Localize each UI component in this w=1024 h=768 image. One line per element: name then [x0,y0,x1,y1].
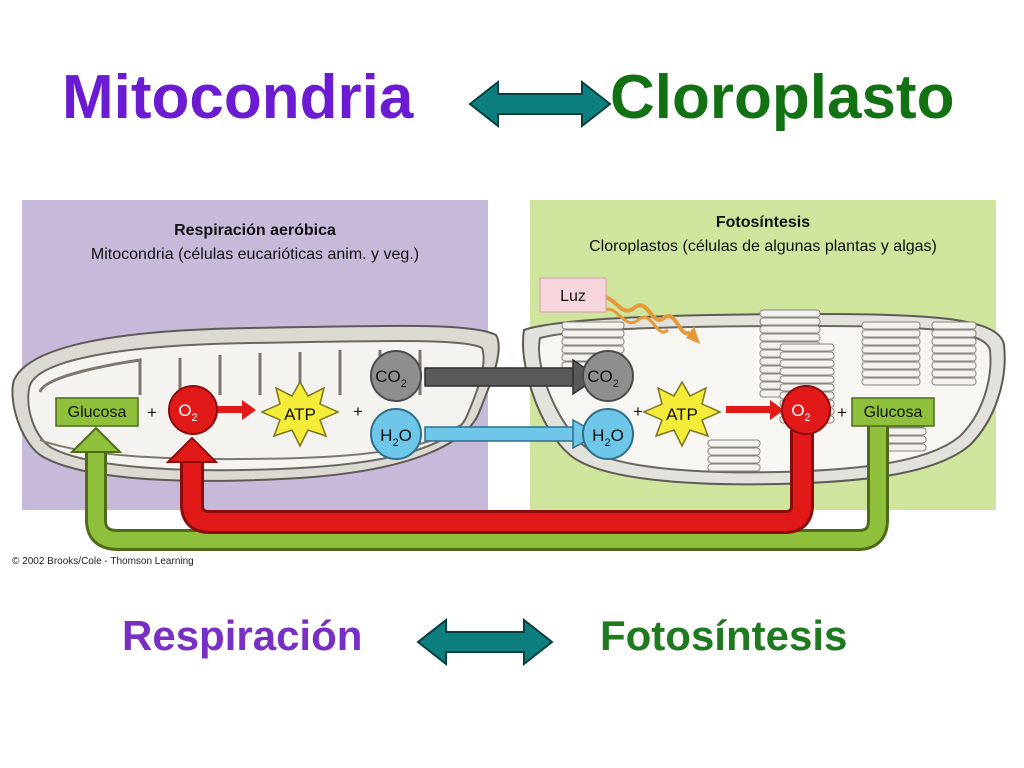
co2-molecule-right [582,350,634,402]
thylakoid-disc [861,361,921,370]
respiration-heading: Respiración aeróbica [174,222,336,239]
thylakoid-disc [861,377,921,386]
thylakoid-disc [931,337,977,346]
title-respiracion: Respiración [122,612,363,659]
glucose-box-left [55,397,139,427]
atp-label-right: ATP [666,405,698,424]
co2-label-right: CO2 [587,367,619,390]
light-wave-icon [596,295,700,344]
title-cloroplasto: Cloroplasto [610,63,955,132]
thylakoid-disc [931,353,977,362]
oxygen-label-left: O2 [178,401,197,424]
oxygen-return-arrow [165,430,814,534]
thylakoid-disc [931,369,977,378]
respiration-subheading: Mitocondria (células eucarióticas anim. … [90,246,420,263]
title-fotosintesis: Fotosíntesis [600,612,848,659]
glucose-label-left: Glucosa [68,404,127,421]
thylakoid-disc [779,375,835,384]
oxygen-label-right: O2 [791,401,810,424]
thylakoid-disc [861,369,921,378]
plus-sign: + [633,402,643,421]
thylakoid-disc [707,463,761,472]
plus-sign: + [147,403,157,422]
atp-label-left: ATP [284,405,316,424]
glucose-return-arrow [69,420,889,551]
thylakoid-disc [779,343,835,352]
thylakoid-disc [707,439,761,448]
thylakoid-disc [861,321,921,330]
thylakoid-disc [861,345,921,354]
thylakoid-disc [779,359,835,368]
thylakoid-disc [779,367,835,376]
photosynthesis-heading: Fotosíntesis [715,214,811,231]
thylakoid-disc [931,345,977,354]
title-mitocondria: Mitocondria [62,63,414,132]
thylakoid-disc [759,325,821,334]
oxygen-molecule-right [781,385,831,435]
thylakoid-disc [931,377,977,386]
h2o-label-right: H2O [592,426,624,449]
o2-to-atp-arrow-left [214,400,256,420]
thylakoid-disc [707,455,761,464]
thylakoid-disc [759,317,821,326]
glucose-box-right [851,397,935,427]
atp-star-left-icon [260,380,340,448]
thylakoid-disc [861,329,921,338]
atp-star-right-icon [642,380,722,448]
oxygen-molecule-left [168,385,218,435]
plus-sign: + [353,402,363,421]
thylakoid-disc [561,321,625,330]
double-arrow-top-icon [468,79,612,129]
h2o-molecule-left [370,408,422,460]
atp-to-o2-arrow-right [726,400,784,420]
photosynthesis-subheading: Cloroplastos (células de algunas plantas… [589,238,937,255]
plus-sign: + [837,403,847,422]
thylakoid-disc [931,361,977,370]
light-label-box [539,277,607,313]
double-arrow-bottom-icon [416,617,554,667]
copyright-credit: © 2002 Brooks/Cole - Thomson Learning [12,556,194,567]
thylakoid-disc [931,321,977,330]
thylakoid-disc [861,337,921,346]
thylakoid-disc [759,309,821,318]
h2o-label-left: H2O [380,426,412,449]
thylakoid-disc [759,333,821,342]
thylakoid-disc [931,329,977,338]
thylakoid-disc [561,337,625,346]
thylakoid-disc [779,351,835,360]
glucose-label-right: Glucosa [864,404,923,421]
thylakoid-disc [861,353,921,362]
co2-label-left: CO2 [375,367,407,390]
light-label: Luz [560,288,586,305]
thylakoid-disc [707,447,761,456]
h2o-molecule-right [582,408,634,460]
co2-molecule-left [370,350,422,402]
thylakoid-disc [561,329,625,338]
